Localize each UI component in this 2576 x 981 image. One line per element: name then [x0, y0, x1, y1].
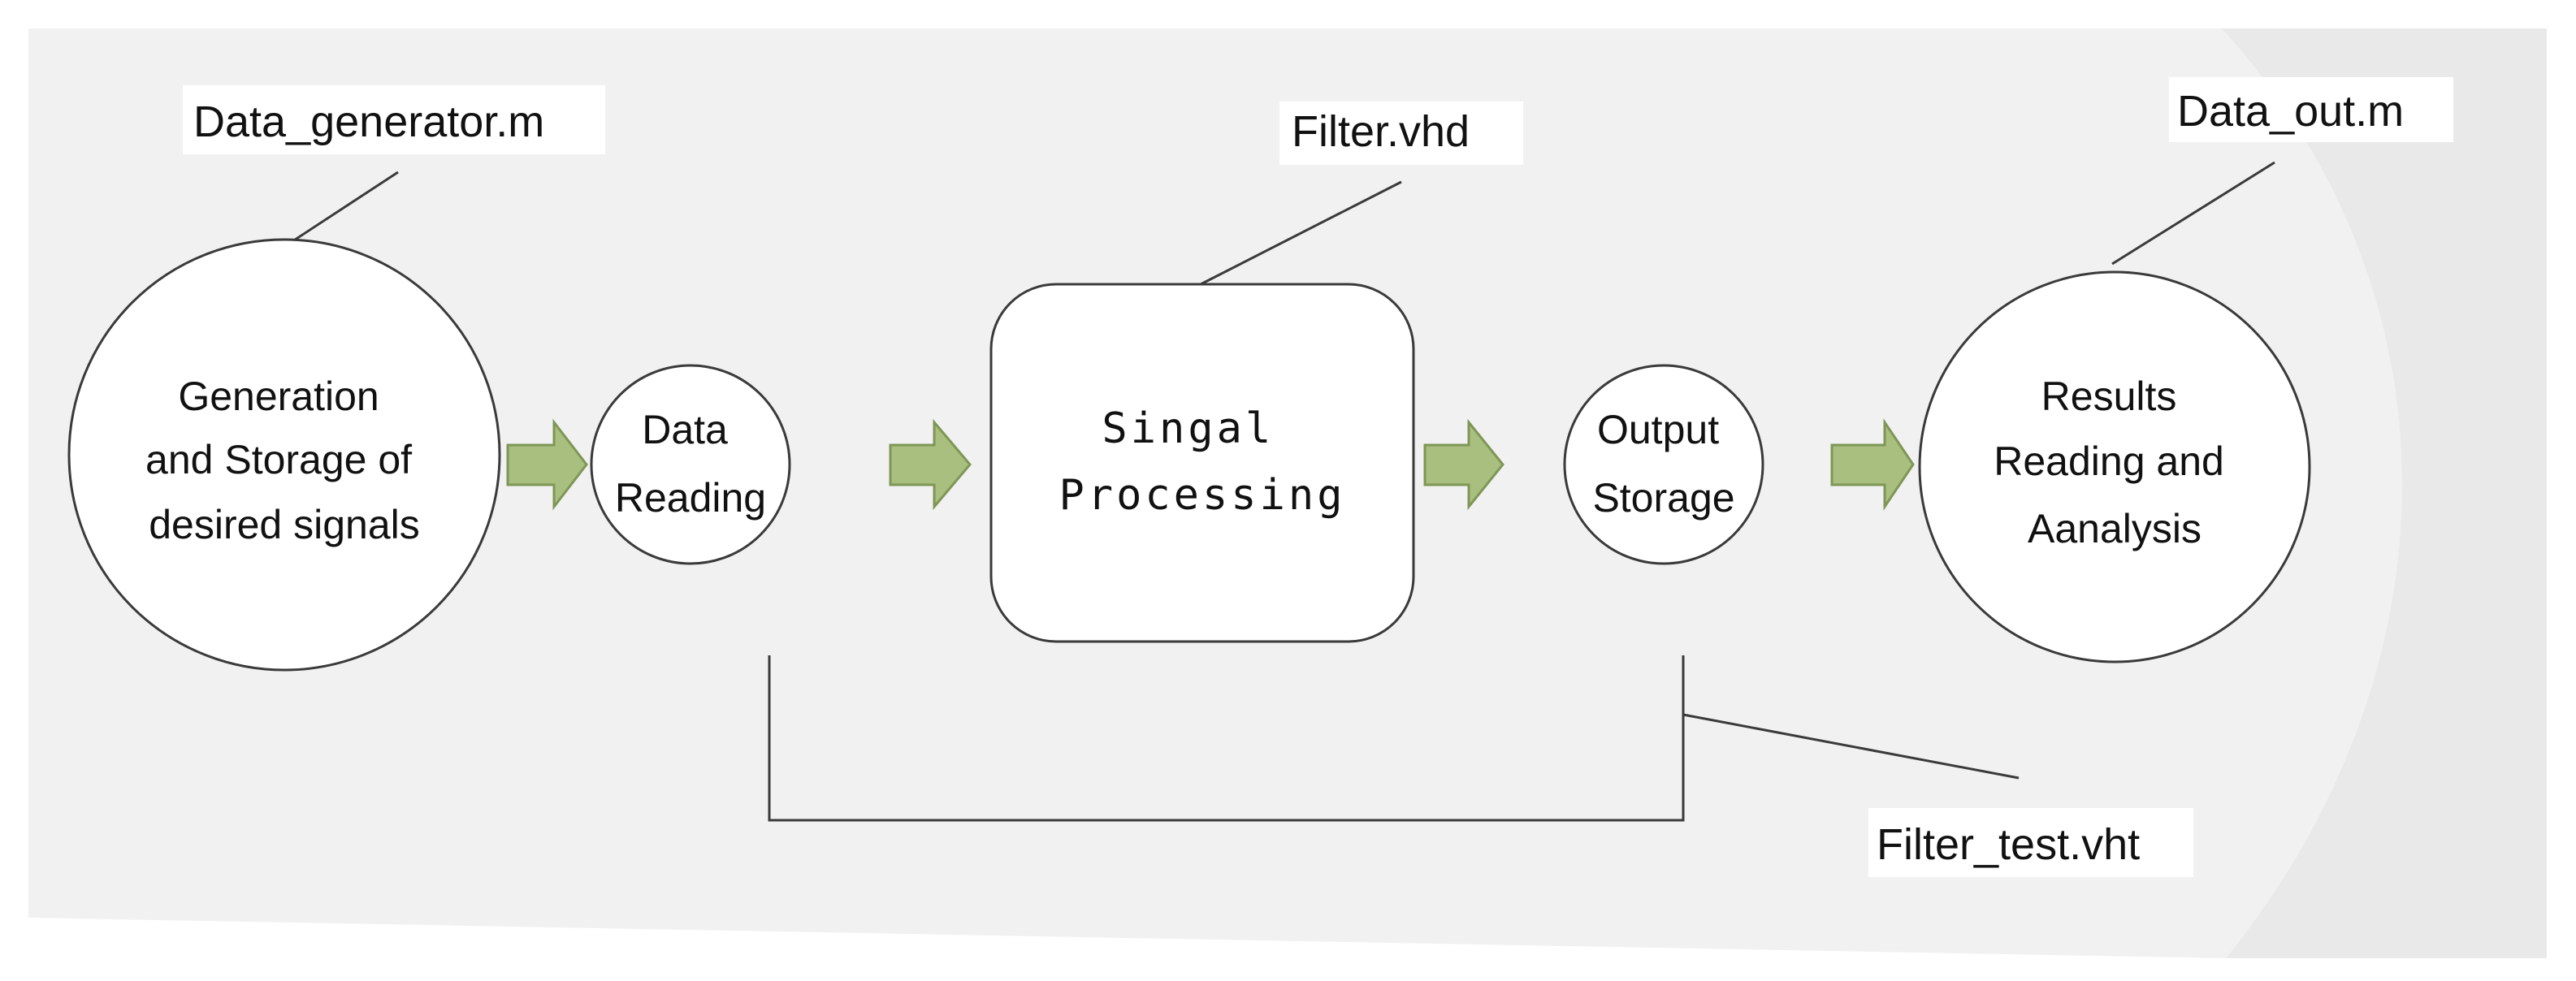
generation-line-1: Generation — [178, 374, 379, 419]
filter-vhd-label-bg — [1279, 102, 1523, 165]
filter-test-label: Filter_test.vht — [1877, 820, 2140, 869]
testbench-bracket — [768, 655, 1685, 822]
results-node — [1918, 270, 2311, 663]
data-reading-line-1: Data — [642, 407, 728, 452]
filter-test-label-bg — [1868, 808, 2193, 877]
data-generator-label: Data_generator.m — [193, 97, 544, 146]
leader-data-generator — [282, 171, 399, 249]
generation-line-2: and Storage of — [145, 437, 412, 482]
output-storage-line-2: Storage — [1592, 475, 1734, 521]
generation-node — [67, 238, 501, 672]
flow-arrow-4 — [1830, 418, 1915, 511]
data-reading-line-2: Reading — [615, 475, 766, 521]
data-reading-node — [590, 364, 791, 565]
results-line-3: Aanalysis — [2028, 506, 2202, 551]
filter-vhd-label: Filter.vhd — [1292, 107, 1470, 156]
flow-arrow-2 — [889, 418, 972, 511]
data-reading-label: Data Reading — [615, 407, 766, 521]
background-panel-edge — [2222, 28, 2547, 958]
signal-processing-line-1: Singal — [1102, 404, 1274, 453]
data-generator-label-bg — [183, 85, 605, 154]
generation-line-3: desired signals — [149, 502, 420, 547]
results-label: Results Reading and Aanalysis — [1994, 374, 2235, 551]
signal-processing-line-2: Processing — [1059, 471, 1345, 520]
output-storage-label: Output Storage — [1592, 407, 1734, 521]
output-storage-node — [1563, 364, 1764, 565]
signal-processing-label: Singal Processing — [1059, 404, 1345, 520]
flow-arrow-3 — [1423, 418, 1504, 511]
results-line-2: Reading and — [1994, 439, 2224, 484]
generation-label: Generation and Storage of desired signal… — [145, 374, 423, 547]
data-out-label: Data_out.m — [2177, 87, 2404, 136]
leader-filter-vhd — [1200, 180, 1402, 286]
output-storage-line-1: Output — [1597, 407, 1719, 452]
leader-filter-test — [1682, 713, 2020, 780]
flow-arrow-1 — [506, 418, 588, 511]
data-out-label-bg — [2169, 77, 2453, 142]
results-line-1: Results — [2041, 374, 2177, 419]
signal-processing-node — [989, 283, 1415, 643]
leader-data-out — [2111, 161, 2275, 266]
